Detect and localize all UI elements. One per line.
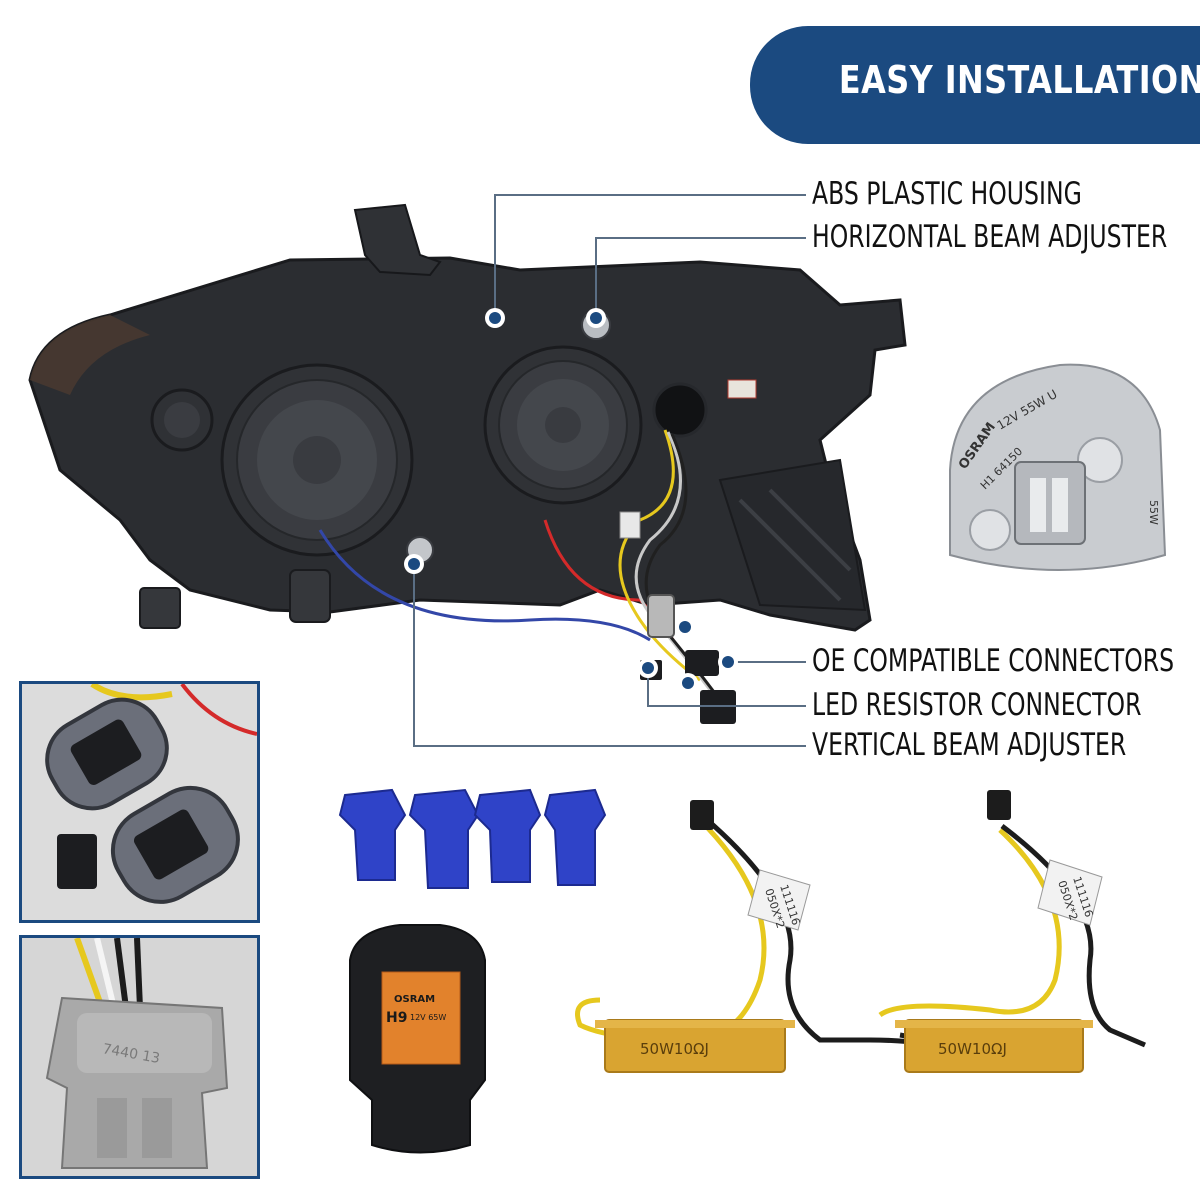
h9-bulb-model: H9 xyxy=(386,1010,407,1026)
led-resistor-right: 050X*2 111116 50W10ΩJ xyxy=(878,790,1146,1073)
headlight-housing xyxy=(28,203,907,632)
label-oe-compatible-connectors: OE COMPATIBLE CONNECTORS xyxy=(812,643,1175,679)
h1-bulb-watt: 55W xyxy=(1147,500,1160,525)
label-abs-plastic-housing: ABS PLASTIC HOUSING xyxy=(812,176,1082,212)
label-led-resistor-connector: LED RESISTOR CONNECTOR xyxy=(812,687,1142,723)
h9-bulb: OSRAM H9 12V 65W xyxy=(349,924,486,1154)
banner-title: EASY INSTALLATION xyxy=(839,58,1200,102)
callout-leaders xyxy=(413,194,806,747)
connector-closeup-panel xyxy=(19,681,260,923)
easy-installation-banner: EASY INSTALLATION xyxy=(750,26,1200,144)
tap-connectors xyxy=(338,788,607,889)
h1-bulb: OSRAM 12V 55W U H1 64150 55W xyxy=(949,363,1167,571)
callout-dots xyxy=(404,308,738,693)
h9-bulb-spec: 12V 65W xyxy=(410,1013,446,1022)
h9-bulb-brand: OSRAM xyxy=(394,994,435,1005)
led-resistor-left: 050X*2 111116 50W10ΩJ xyxy=(575,800,952,1073)
connector-closeup-image xyxy=(22,684,257,920)
resistor-left-marking: 50W10ΩJ xyxy=(640,1040,709,1058)
socket-closeup-panel: 7440 13 xyxy=(19,935,260,1179)
label-horizontal-beam-adjuster: HORIZONTAL BEAM ADJUSTER xyxy=(812,219,1168,255)
resistor-right-marking: 50W10ΩJ xyxy=(938,1040,1007,1058)
label-vertical-beam-adjuster: VERTICAL BEAM ADJUSTER xyxy=(812,727,1127,763)
socket-closeup-image: 7440 13 xyxy=(22,938,257,1176)
